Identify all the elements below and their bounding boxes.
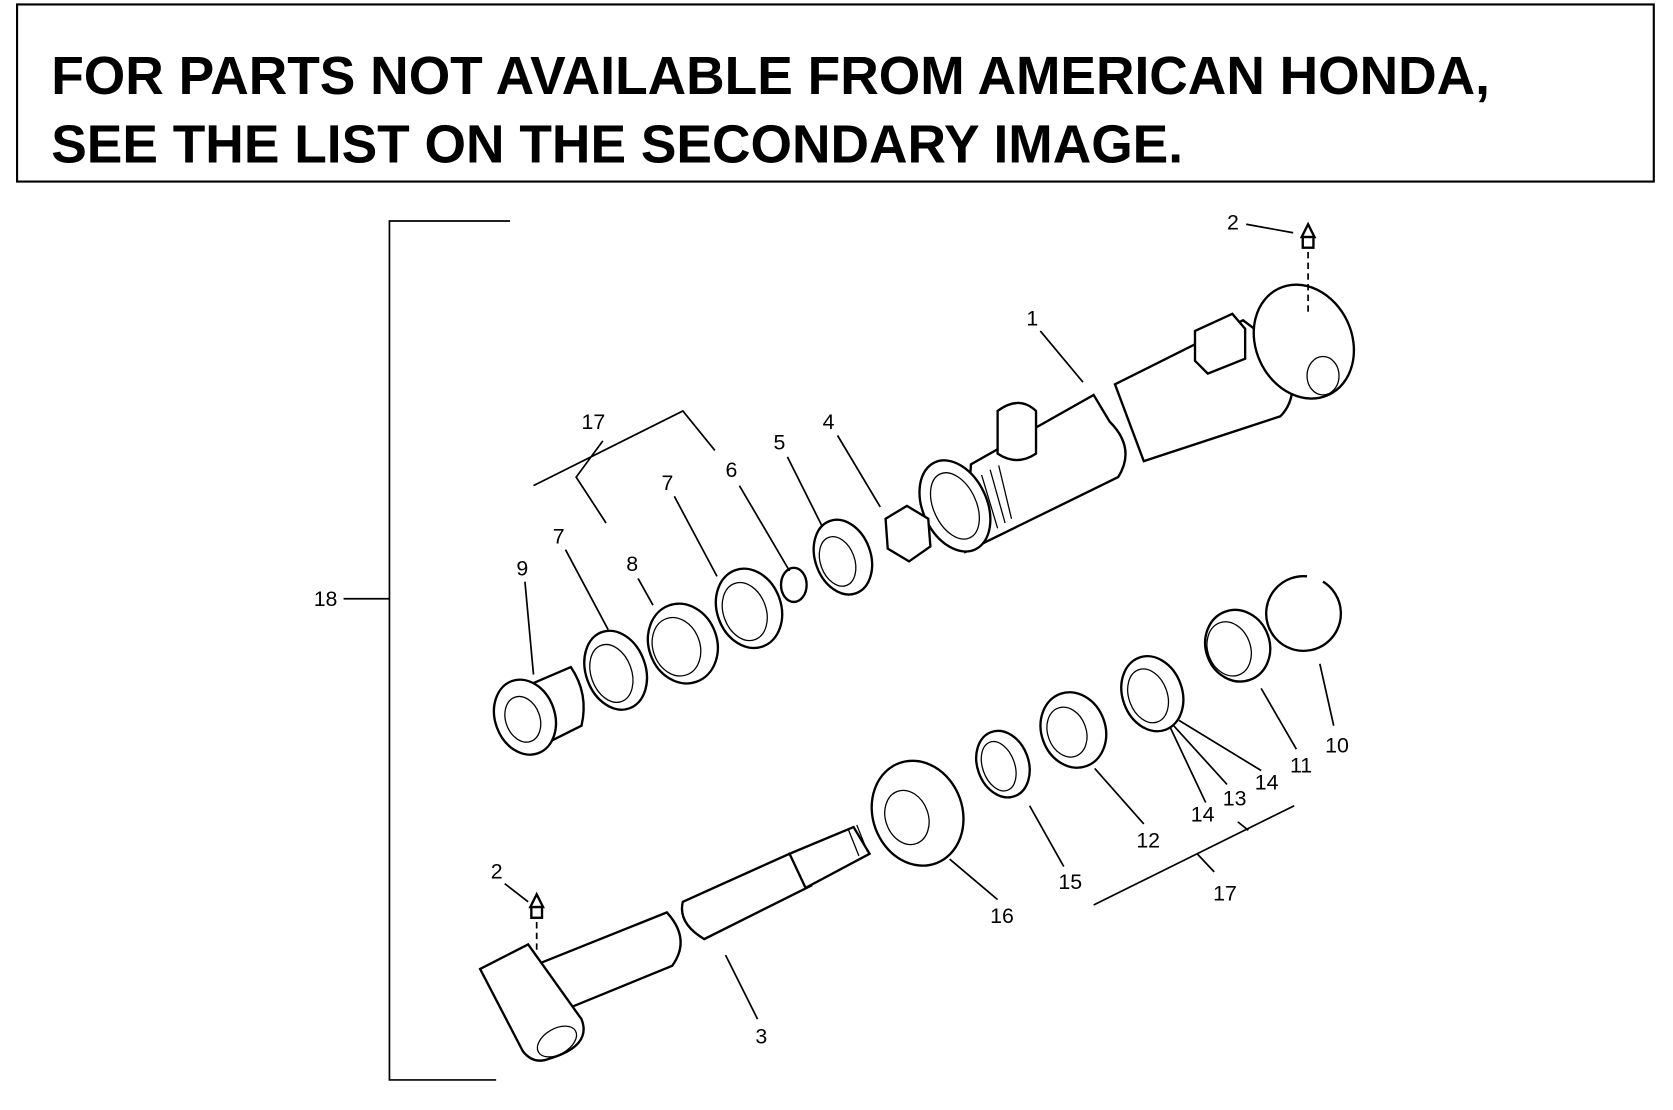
label-1: 1 bbox=[1026, 307, 1038, 331]
assembly-bracket bbox=[343, 220, 511, 1081]
label-7-upper: 7 bbox=[662, 471, 674, 495]
label-11: 11 bbox=[1290, 754, 1312, 778]
nut bbox=[884, 504, 932, 563]
cylinder-barrel bbox=[918, 283, 1356, 554]
label-18: 18 bbox=[314, 587, 338, 611]
notice-banner: FOR PARTS NOT AVAILABLE FROM AMERICAN HO… bbox=[16, 3, 1655, 183]
upper-seals bbox=[492, 518, 874, 756]
lower-seals bbox=[870, 575, 1342, 867]
label-9: 9 bbox=[516, 556, 528, 580]
label-5: 5 bbox=[774, 430, 786, 454]
label-14-left: 14 bbox=[1191, 803, 1215, 827]
grease-fitting-top bbox=[1299, 221, 1317, 317]
notice-line-2: SEE THE LIST ON THE SECONDARY IMAGE. bbox=[51, 115, 1183, 174]
label-12: 12 bbox=[1136, 828, 1160, 852]
label-4: 4 bbox=[823, 410, 835, 434]
label-8: 8 bbox=[626, 552, 638, 576]
label-7-lower: 7 bbox=[553, 524, 565, 548]
label-2-top: 2 bbox=[1227, 211, 1239, 235]
piston-rod bbox=[478, 824, 872, 1062]
notice-line-1: FOR PARTS NOT AVAILABLE FROM AMERICAN HO… bbox=[51, 47, 1490, 106]
label-15: 15 bbox=[1058, 870, 1082, 894]
label-2-bottom: 2 bbox=[491, 859, 503, 883]
label-6: 6 bbox=[726, 458, 738, 482]
grease-fitting-bottom bbox=[528, 891, 545, 955]
label-14-right: 14 bbox=[1255, 771, 1279, 795]
label-17-lower: 17 bbox=[1213, 882, 1237, 906]
label-10: 10 bbox=[1325, 733, 1349, 757]
label-16: 16 bbox=[990, 904, 1014, 928]
label-17-upper: 17 bbox=[581, 410, 605, 434]
label-13: 13 bbox=[1223, 787, 1247, 811]
leader-lines bbox=[504, 223, 1335, 1020]
part-labels: 1 2 2 3 4 5 6 7 7 8 9 10 11 12 13 14 14 … bbox=[314, 211, 1349, 1049]
label-3: 3 bbox=[755, 1025, 767, 1049]
